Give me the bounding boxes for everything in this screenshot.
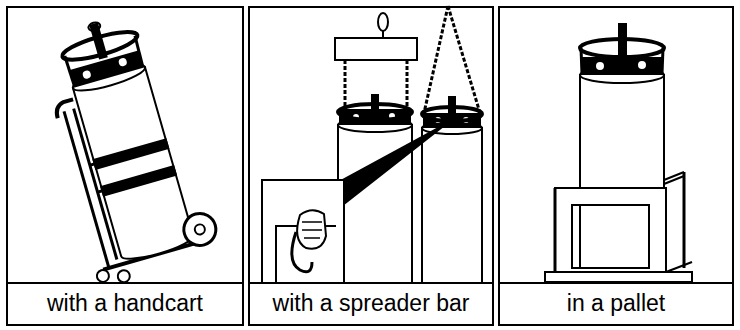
spreader-bar-illustration-part [422, 128, 482, 300]
spreader-bar-illustration-part [328, 124, 446, 204]
handcart-illustration-part [87, 21, 101, 32]
handcart-illustration-part [81, 68, 93, 80]
pallet-illustration-part [683, 172, 686, 268]
pallet-illustration-part [554, 188, 557, 272]
handcart-illustration-part [73, 67, 196, 264]
handcart-illustration [29, 6, 223, 289]
spreader-bar-illustration-part [302, 222, 322, 238]
panel-caption: with a spreader bar [250, 282, 492, 324]
spreader-bar-illustration-part [297, 210, 326, 249]
pallet-illustration-part [619, 24, 626, 54]
handcart-illustration-part [180, 210, 220, 250]
handcart-illustration-part [90, 164, 95, 165]
panel-box: in a pallet [498, 6, 734, 326]
pallet-illustration-part [555, 188, 666, 272]
handcart-illustration-part [117, 56, 129, 68]
spreader-bar-illustration-part [449, 97, 455, 119]
spreader-bar-illustration [262, 6, 482, 300]
spreader-bar-illustration-part [292, 232, 312, 272]
pallet-illustration [545, 24, 692, 282]
handcart-illustration-part [94, 139, 169, 168]
spreader-bar-illustration-part [335, 38, 417, 60]
panel-caption: in a pallet [500, 282, 732, 324]
pallet-illustration-part [664, 172, 684, 180]
handcart-illustration-part [54, 99, 77, 118]
panel-box: with a spreader bar [248, 6, 494, 326]
spreader-bar-illustration-part [372, 95, 378, 117]
pallet-illustration-part [637, 60, 647, 70]
pallet-illustration-part [666, 262, 692, 272]
spreader-bar-illustration-part [406, 60, 409, 112]
panel-caption: with a handcart [8, 282, 242, 324]
handcart-illustration-part [194, 223, 206, 235]
pallet-illustration-part [545, 272, 692, 282]
handcart-illustration-part [98, 191, 103, 192]
spreader-bar-illustration-part [262, 180, 344, 283]
panel-box: with a handcart [6, 6, 244, 326]
handcart-illustration-part [101, 166, 176, 195]
pallet-illustration-part [582, 58, 662, 74]
pallet-illustration-part [664, 176, 684, 184]
spreader-bar-illustration-part [424, 6, 448, 113]
spreader-bar-illustration-part [344, 60, 347, 112]
spreader-bar-illustration-part [378, 13, 388, 31]
spreader-bar-illustration-part [382, 31, 384, 38]
pallet-illustration-part [595, 61, 605, 71]
